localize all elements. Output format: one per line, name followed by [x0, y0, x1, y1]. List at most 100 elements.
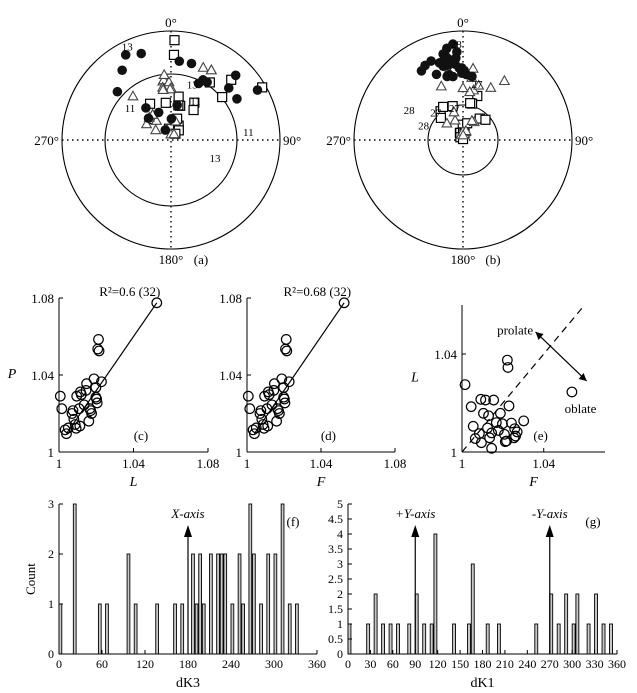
k-min-dot [120, 50, 131, 60]
k-max-square [480, 114, 491, 125]
data-point [268, 385, 280, 396]
histogram-bar [194, 603, 199, 655]
site-label: 13 [209, 153, 221, 165]
histogram-bar [609, 623, 613, 655]
k-min-dot [172, 100, 182, 110]
histogram-bar [173, 603, 177, 655]
k-min-dot [186, 58, 197, 69]
histogram-bar [259, 603, 263, 655]
direction-label-bottom: 180° [159, 252, 184, 267]
data-point [257, 419, 269, 430]
k-int-triangle [157, 83, 169, 94]
k-int-triangle [485, 81, 497, 92]
histogram-bar [280, 503, 285, 655]
histogram-bar [216, 553, 220, 655]
arrow-shaft [535, 331, 588, 382]
histogram-bar [201, 603, 206, 655]
axis-arrow-label: -Y-axis [532, 506, 568, 521]
x-axis-label: L [129, 475, 138, 490]
k-max-square [168, 49, 180, 60]
histogram-bar [198, 553, 202, 655]
y-axis-label: P [7, 367, 17, 382]
y-tick-label: 1 [337, 617, 343, 631]
histogram-bar [422, 623, 427, 655]
x-tick-label: 60 [96, 657, 108, 671]
x-tick-label: 180 [474, 657, 492, 671]
histogram-bar [396, 623, 400, 655]
histogram-bar [287, 603, 292, 655]
data-point [81, 378, 92, 390]
x-tick-label: 180 [179, 657, 197, 671]
k-int-triangle [467, 62, 479, 73]
x-tick-label: 240 [518, 657, 536, 671]
data-point [62, 422, 74, 434]
site-label: 13 [122, 41, 134, 53]
data-point [91, 393, 103, 405]
k-max-square [465, 98, 476, 109]
k-int-triangle [448, 106, 460, 117]
histogram-bar [467, 623, 471, 655]
histogram-bar [209, 553, 213, 655]
x-tick-label: 1.04 [532, 456, 555, 471]
direction-label-left: 270° [34, 133, 59, 148]
r-squared-annotation: R²=0.68 (32) [284, 284, 352, 299]
data-point [278, 393, 290, 405]
axis-arrow-head [184, 525, 192, 537]
x-tick-label: 360 [308, 657, 326, 671]
x-tick-label: 150 [451, 657, 469, 671]
y-tick-label: 0 [48, 647, 54, 661]
k-min-dot [252, 85, 263, 95]
k-int-triangle [435, 80, 448, 91]
y-tick-label: 3 [337, 557, 343, 571]
k-int-triangle [168, 127, 180, 139]
axis-arrow-label: +Y-axis [395, 506, 435, 521]
y-tick-label: 1.04 [434, 347, 457, 362]
data-point [250, 422, 262, 434]
x-tick-label: 120 [136, 657, 154, 671]
axis-arrow-head [545, 525, 554, 537]
k-max-square [188, 104, 199, 116]
histogram-bar [266, 553, 271, 655]
data-point [478, 407, 489, 419]
k-int-triangle [498, 74, 511, 86]
histogram-bar [381, 623, 386, 655]
k-min-dot [174, 56, 185, 67]
direction-label-bottom: 180° [451, 252, 476, 267]
y-tick-label: 1 [236, 445, 243, 460]
k-int-triangle [449, 114, 461, 125]
k-min-dot [223, 83, 234, 93]
y-tick-label: 1.5 [328, 602, 343, 616]
x-tick-label: 270 [541, 657, 559, 671]
x-tick-label: 330 [586, 657, 604, 671]
data-point [475, 393, 487, 405]
data-point [495, 407, 506, 419]
histogram-bar [470, 563, 475, 655]
k-min-dot [452, 47, 462, 57]
y-axis-label: Count [23, 563, 38, 595]
k-int-triangle [205, 64, 218, 75]
data-point [242, 390, 254, 402]
histogram-bar [429, 623, 434, 655]
x-tick-label: 0 [56, 657, 62, 671]
data-point [273, 408, 285, 419]
x-tick-label: 300 [265, 657, 283, 671]
k-min-dot [136, 48, 147, 59]
x-axis-label: F [528, 475, 538, 490]
data-point [459, 379, 471, 391]
histogram-bar [223, 553, 228, 655]
histogram-bar [564, 593, 569, 655]
histogram-bar [230, 603, 235, 655]
data-point [255, 405, 267, 417]
k-max-square [173, 91, 184, 102]
data-point [271, 415, 283, 427]
y-tick-label: 1.08 [219, 291, 242, 306]
data-point [483, 410, 494, 422]
site-label: 13 [187, 80, 199, 92]
histogram-bar [273, 553, 278, 655]
histogram-bar [571, 623, 576, 655]
data-point [499, 428, 510, 440]
direction-label-top: 0° [165, 15, 177, 30]
k-int-triangle [472, 79, 485, 90]
k-min-dot [232, 93, 242, 104]
data-point [248, 428, 260, 440]
